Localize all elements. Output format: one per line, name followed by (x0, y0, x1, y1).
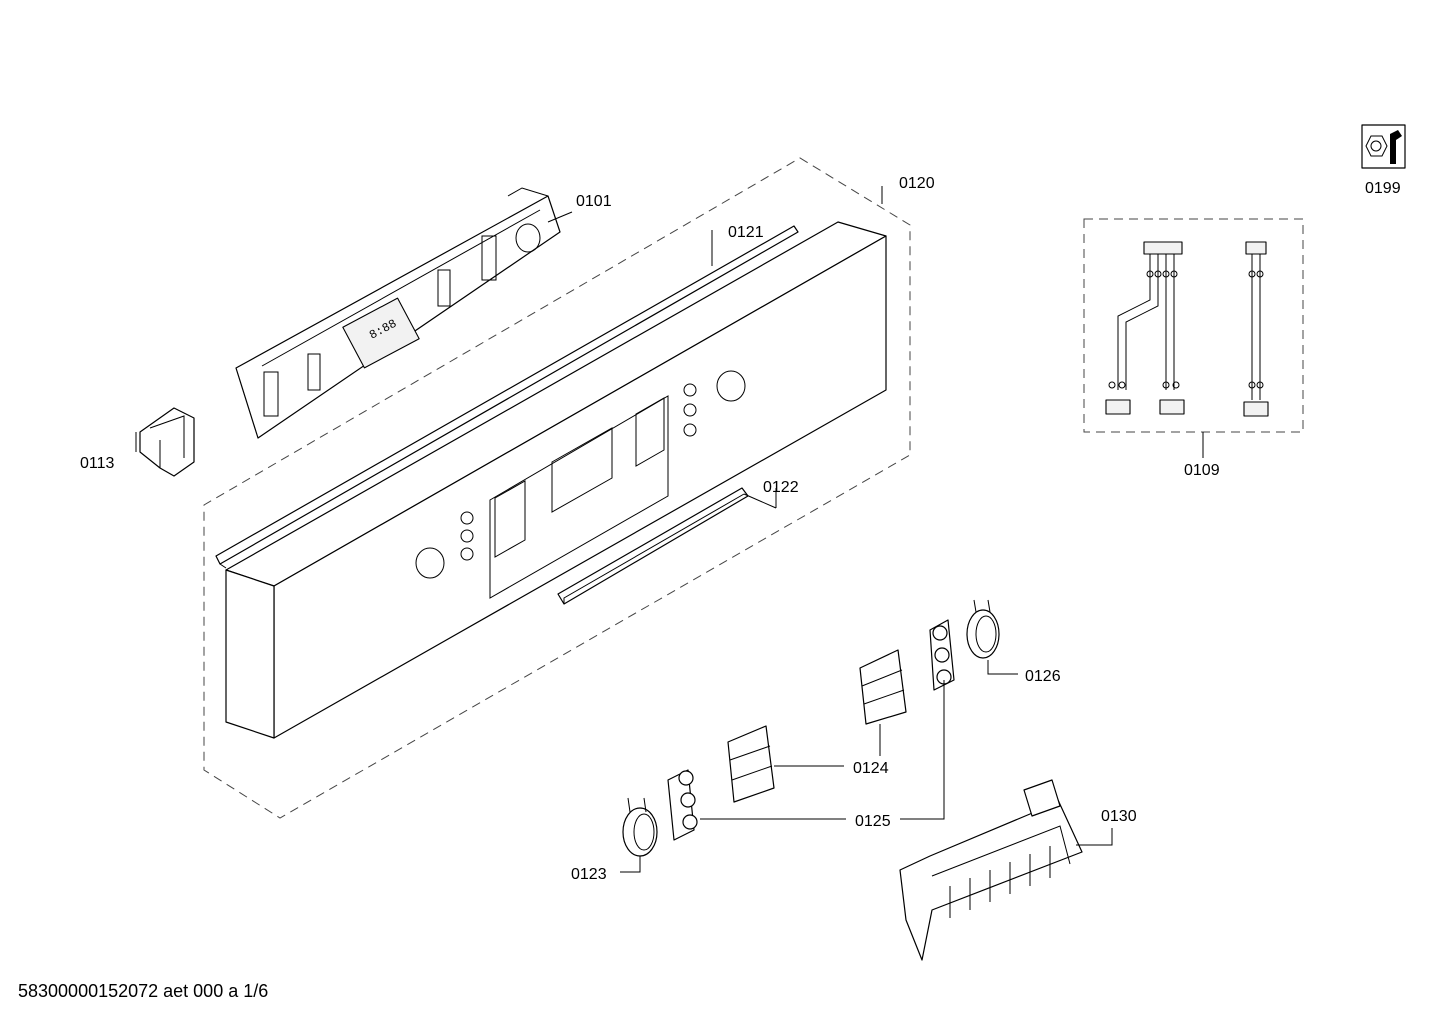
control-panel-body[interactable] (225, 221, 887, 739)
electronics-module[interactable]: 8:88 (235, 187, 561, 439)
mounting-clip[interactable] (139, 407, 195, 477)
button-caps-left[interactable] (727, 725, 775, 803)
label-0199: 0199 (1365, 180, 1401, 197)
wrench-nut-icon (1361, 124, 1406, 169)
assembly-0120-boundary (203, 157, 911, 819)
selector-knob-left[interactable] (622, 797, 658, 857)
label-0122: 0122 (763, 479, 799, 496)
panel-bracket[interactable] (899, 779, 1083, 961)
trim-strip[interactable] (215, 225, 799, 569)
document-id-footer: 58300000152072 aet 000 a 1/6 (18, 981, 269, 1001)
label-0121: 0121 (728, 224, 764, 241)
cable-harness-set[interactable] (1083, 218, 1304, 433)
label-0126: 0126 (1025, 668, 1061, 685)
label-0101: 0101 (576, 193, 612, 210)
push-buttons-right[interactable] (929, 619, 955, 691)
leader-lines (135, 186, 1204, 873)
label-0125: 0125 (855, 813, 891, 830)
push-buttons-left[interactable] (667, 769, 698, 841)
label-0120: 0120 (899, 175, 935, 192)
button-caps-right[interactable] (859, 649, 907, 725)
label-0124: 0124 (853, 760, 889, 777)
label-0109: 0109 (1184, 462, 1220, 479)
selector-knob-right[interactable] (966, 599, 1000, 659)
label-0130: 0130 (1101, 808, 1137, 825)
label-0113: 0113 (80, 455, 115, 472)
label-0123: 0123 (571, 866, 607, 883)
